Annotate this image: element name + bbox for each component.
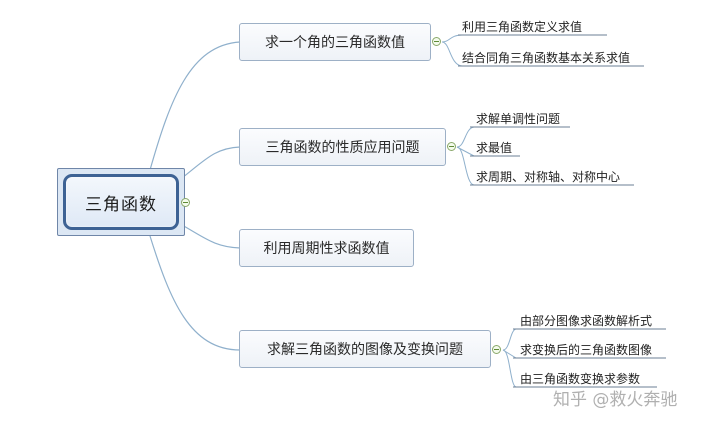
sub-connector-4c (502, 349, 517, 388)
root-node[interactable]: 三角函数 (57, 168, 185, 236)
subtopic-node[interactable]: 结合同角三角函数基本关系求值 (462, 51, 631, 65)
watermark: 知乎 @救火奔驰 (553, 390, 678, 410)
branch-line-3 (181, 224, 241, 249)
sub-connector-1a (441, 34, 463, 43)
branch-line-4 (149, 235, 241, 351)
sub-connector-4a (502, 328, 517, 351)
collapse-toggle-icon[interactable] (432, 37, 441, 46)
branch-line-1 (149, 41, 241, 171)
sub-connector-2c (456, 146, 475, 186)
root-label: 三角函数 (63, 174, 179, 230)
subtopic-node[interactable]: 由部分图像求函数解析式 (520, 314, 653, 328)
collapse-toggle-icon[interactable] (447, 142, 456, 151)
subtopic-node[interactable]: 求变换后的三角函数图像 (520, 343, 653, 357)
sub-connector-1b (441, 41, 463, 67)
subtopic-node[interactable]: 求最值 (476, 141, 513, 155)
collapse-toggle-icon[interactable] (492, 345, 501, 354)
sub-connector-2a (456, 126, 475, 148)
topic-node-1[interactable]: 求一个角的三角函数值 (239, 23, 431, 61)
collapse-toggle-icon[interactable] (181, 198, 190, 207)
subtopic-node[interactable]: 求解单调性问题 (476, 112, 561, 126)
topic-node-2[interactable]: 三角函数的性质应用问题 (239, 128, 446, 166)
topic-node-3[interactable]: 利用周期性求函数值 (239, 229, 414, 267)
topic-node-4[interactable]: 求解三角函数的图像及变换问题 (239, 330, 491, 368)
subtopic-node[interactable]: 利用三角函数定义求值 (462, 20, 583, 34)
subtopic-node[interactable]: 由三角函数变换求参数 (520, 372, 641, 386)
branch-line-2 (181, 146, 241, 179)
subtopic-node[interactable]: 求周期、对称轴、对称中心 (476, 170, 621, 184)
